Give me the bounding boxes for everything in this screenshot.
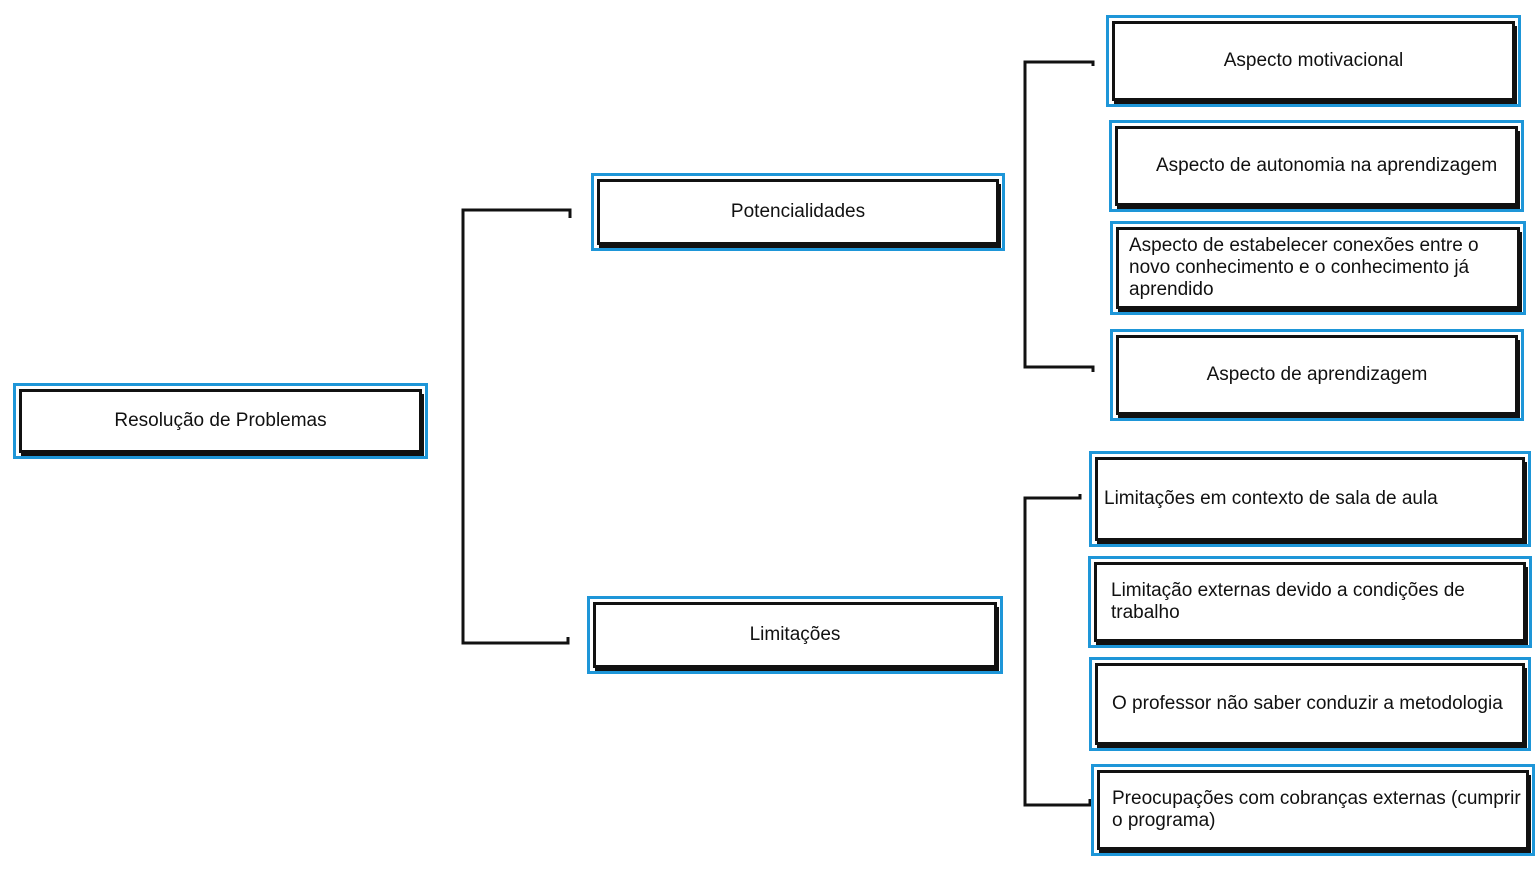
leaf-node-label: Aspecto de aprendizagem [1206, 364, 1428, 386]
branch-node-limitacoes: Limitações [587, 596, 1003, 674]
leaf-node: O professor não saber conduzir a metodol… [1089, 657, 1531, 751]
limitacoes-connector [1023, 494, 1092, 807]
branch-node-label: Potencialidades [730, 201, 866, 223]
leaf-node-label: Aspecto de autonomia na aprendizagem [1156, 155, 1498, 177]
root-node-label: Resolução de Problemas [114, 410, 327, 432]
leaf-node: Aspecto motivacional [1106, 15, 1521, 107]
root-connector [461, 208, 572, 645]
leaf-node-label: Aspecto motivacional [1223, 50, 1404, 72]
root-node: Resolução de Problemas [13, 383, 428, 459]
leaf-node-label: Limitações em contexto de sala de aula [1104, 488, 1438, 510]
leaf-node: Aspecto de aprendizagem [1110, 329, 1524, 421]
leaf-node: Aspecto de estabelecer conexões entre o … [1110, 221, 1526, 315]
leaf-node-label: Limitação externas devido a condições de… [1111, 580, 1465, 623]
leaf-node: Limitação externas devido a condições de… [1088, 556, 1532, 648]
leaf-node: Aspecto de autonomia na aprendizagem [1109, 120, 1524, 212]
leaf-node-label: Aspecto de estabelecer conexões entre o … [1129, 235, 1479, 300]
leaf-node: Preocupações com cobranças externas (cum… [1091, 764, 1535, 856]
branch-node-potencialidades: Potencialidades [591, 173, 1005, 251]
leaf-node: Limitações em contexto de sala de aula [1089, 451, 1531, 547]
leaf-node-label: O professor não saber conduzir a metodol… [1112, 693, 1503, 715]
leaf-node-label: Preocupações com cobranças externas (cum… [1112, 788, 1521, 831]
branch-node-label: Limitações [749, 624, 841, 646]
potencialidades-connector [1023, 60, 1095, 372]
